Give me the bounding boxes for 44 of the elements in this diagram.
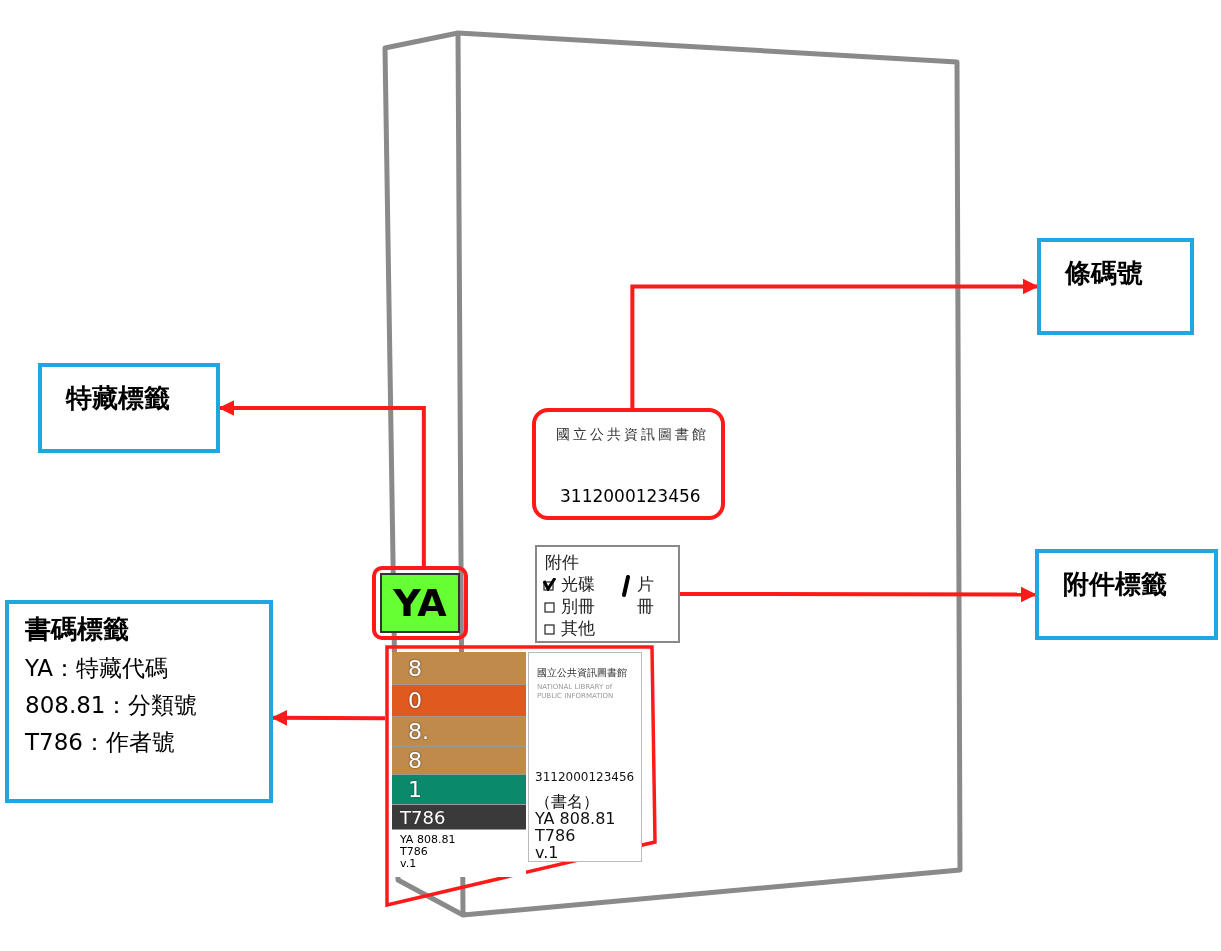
label-text: v.1	[400, 858, 417, 870]
label-text: （書名）	[535, 793, 599, 810]
arrow	[271, 709, 385, 726]
callout-title: 附件標籤	[1063, 568, 1168, 601]
spine-label	[392, 652, 526, 877]
color-band: 0	[392, 685, 526, 717]
label-text: 3112000123456	[535, 771, 635, 784]
label-text: 其他	[561, 617, 595, 640]
callout-box	[1035, 549, 1218, 640]
color-band: 1	[392, 775, 526, 805]
arrow	[630, 278, 1039, 408]
label-text: T786	[535, 827, 576, 844]
label-highlight	[372, 566, 468, 640]
label-text: 別冊	[561, 595, 595, 618]
label-text: 國立公共資訊圖書館	[537, 667, 627, 678]
callout-text: YA：特藏代碼	[25, 654, 169, 683]
callout-title: 特藏標籤	[66, 382, 171, 415]
attachment-label	[535, 545, 680, 643]
callout-box	[5, 600, 273, 803]
special-collection-label: YA	[380, 573, 460, 633]
barcode-label	[532, 408, 725, 520]
label-text: v.1	[535, 844, 559, 861]
label-text: 片	[637, 573, 654, 596]
color-band: 8	[392, 747, 526, 775]
label-text: 冊	[637, 595, 654, 618]
color-band: 8	[392, 652, 526, 685]
label-text: YA 808.81	[535, 810, 616, 827]
library-name: 國立公共資訊圖書館	[556, 426, 709, 444]
label-text: YA 808.81	[400, 834, 456, 846]
label-text: 光碟	[561, 573, 595, 596]
label-text: T786	[400, 846, 428, 858]
color-band: T786	[392, 805, 526, 830]
arrow	[218, 400, 426, 566]
callout-box	[38, 363, 220, 453]
callout-text: 808.81：分類號	[25, 691, 199, 720]
barcode-number: 3112000123456	[560, 486, 701, 506]
book-card	[528, 652, 642, 862]
callout-title: 條碼號	[1065, 257, 1144, 290]
color-band: 8.	[392, 717, 526, 747]
callout-title: 書碼標籤	[25, 613, 130, 646]
callout-box	[1037, 238, 1194, 335]
arrow	[680, 586, 1037, 603]
callout-text: T786：作者號	[25, 728, 176, 757]
label-text: 附件	[545, 551, 579, 574]
